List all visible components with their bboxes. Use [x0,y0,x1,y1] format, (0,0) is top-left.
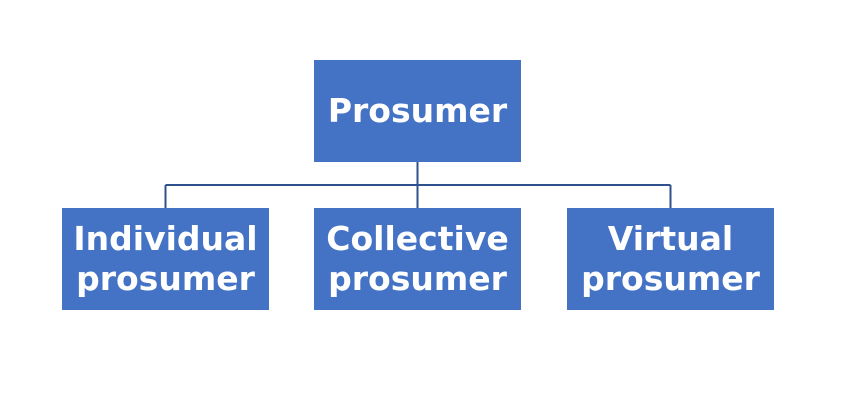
node-individual-prosumer: Individual prosumer [62,208,269,310]
node-collective-prosumer: Collective prosumer [314,208,521,310]
node-virtual-prosumer: Virtual prosumer [567,208,774,310]
node-collective-prosumer-label: Collective prosumer [326,219,509,298]
node-prosumer-label: Prosumer [327,91,508,131]
node-prosumer: Prosumer [314,60,521,162]
node-individual-prosumer-label: Individual prosumer [73,219,258,298]
node-virtual-prosumer-label: Virtual prosumer [581,219,760,298]
